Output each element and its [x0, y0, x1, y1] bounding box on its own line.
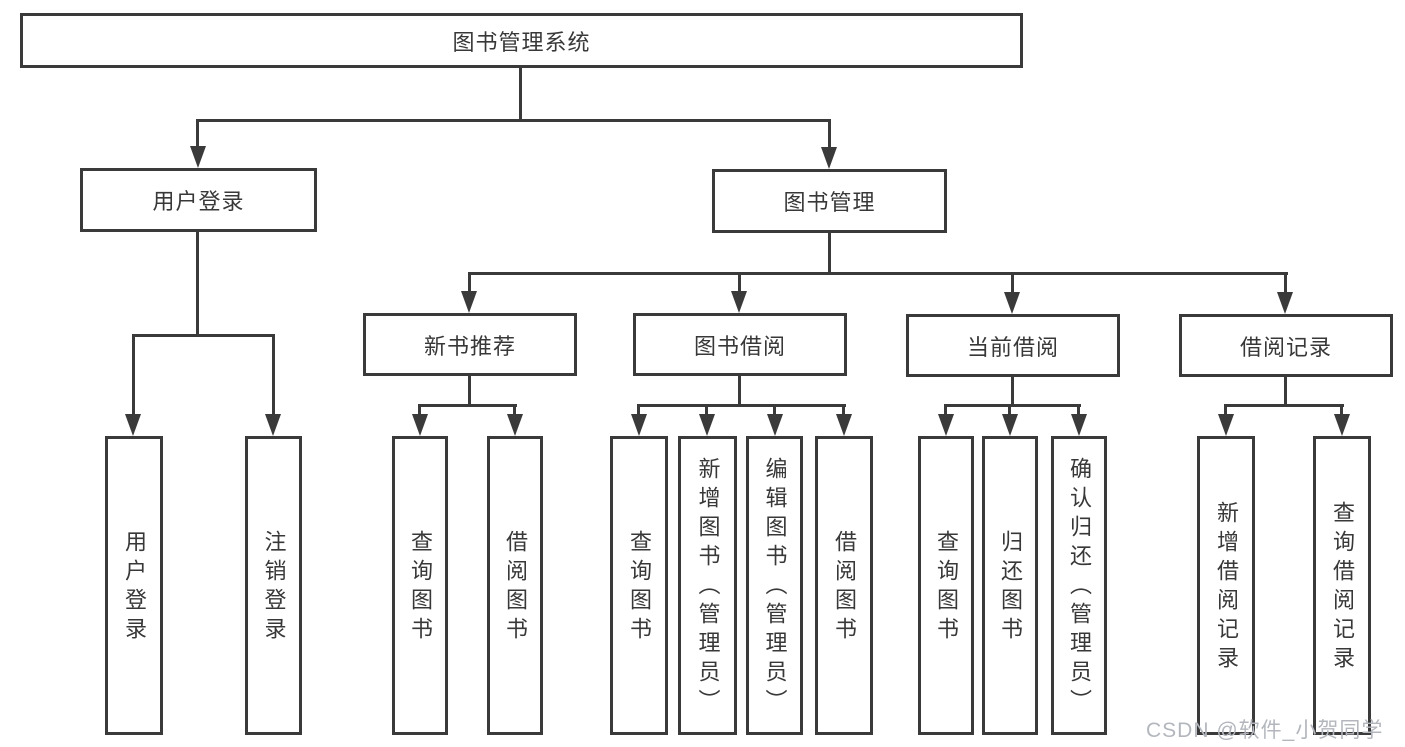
leaf-query-books-current: 查询图书 — [918, 436, 974, 735]
leaf-user-login-label: 用户登录 — [122, 529, 147, 646]
leaf-query-borrow-record: 查询借阅记录 — [1313, 436, 1371, 735]
connector-line — [1284, 272, 1287, 296]
node-new-book-recommend: 新书推荐 — [363, 313, 577, 376]
leaf-confirm-return-admin-label: 确认归还（管理员） — [1067, 457, 1092, 718]
leaf-logout: 注销登录 — [245, 436, 302, 735]
connector-line — [773, 404, 776, 418]
leaf-add-borrow-record-label: 新增借阅记录 — [1214, 500, 1239, 675]
arrow-down-icon — [125, 414, 141, 436]
leaf-borrow-books: 借阅图书 — [815, 436, 873, 735]
connector-line — [944, 404, 947, 418]
node-root-label: 图书管理系统 — [452, 29, 591, 55]
connector-line — [196, 232, 199, 337]
connector-line — [828, 233, 831, 275]
node-book-management: 图书管理 — [712, 169, 947, 233]
arrow-down-icon — [1218, 414, 1234, 436]
node-borrow-records-label: 借阅记录 — [1239, 334, 1332, 360]
arrow-down-icon — [265, 414, 281, 436]
connector-line — [1077, 404, 1080, 418]
connector-line — [637, 404, 640, 418]
connector-line — [705, 404, 708, 418]
connector-line — [828, 119, 831, 149]
connector-line — [1284, 377, 1287, 407]
node-root: 图书管理系统 — [20, 13, 1023, 68]
node-user-login-label: 用户登录 — [152, 189, 245, 214]
leaf-edit-books-admin-label: 编辑图书（管理员） — [762, 457, 788, 718]
connector-line — [418, 404, 517, 407]
connector-line — [196, 119, 831, 122]
connector-line — [272, 334, 275, 418]
leaf-user-login: 用户登录 — [105, 436, 163, 735]
connector-line — [468, 376, 471, 407]
arrow-down-icon — [507, 414, 523, 436]
arrow-down-icon — [699, 414, 715, 436]
arrow-down-icon — [190, 146, 206, 168]
leaf-borrow-books-recommend: 借阅图书 — [487, 436, 543, 735]
connector-line — [1224, 404, 1227, 418]
connector-line — [1224, 404, 1344, 407]
arrow-down-icon — [836, 414, 852, 436]
node-current-borrow: 当前借阅 — [906, 314, 1120, 377]
connector-line — [196, 119, 199, 149]
connector-line — [132, 334, 135, 418]
arrow-down-icon — [938, 414, 954, 436]
node-borrow-records: 借阅记录 — [1179, 314, 1393, 377]
connector-line — [1011, 272, 1014, 296]
leaf-edit-books-admin: 编辑图书（管理员） — [746, 436, 803, 735]
arrow-down-icon — [1004, 292, 1020, 314]
connector-line — [944, 404, 1081, 407]
connector-line — [418, 404, 421, 418]
arrow-down-icon — [461, 291, 477, 313]
arrow-down-icon — [1277, 292, 1293, 314]
leaf-return-books: 归还图书 — [982, 436, 1038, 735]
connector-line — [1340, 404, 1343, 418]
arrow-down-icon — [1071, 414, 1087, 436]
leaf-query-books-current-label: 查询图书 — [934, 529, 959, 646]
leaf-logout-label: 注销登录 — [261, 529, 287, 646]
leaf-borrow-books-label: 借阅图书 — [832, 529, 857, 646]
connector-line — [468, 272, 1288, 275]
leaf-query-books-recommend-label: 查询图书 — [408, 529, 433, 646]
connector-line — [738, 272, 741, 295]
leaf-query-books-borrow-label: 查询图书 — [627, 529, 652, 646]
leaf-query-borrow-record-label: 查询借阅记录 — [1330, 500, 1355, 675]
arrow-down-icon — [1334, 414, 1350, 436]
csdn-watermark: CSDN @软件_小贺同学 — [1146, 719, 1384, 742]
node-new-book-recommend-label: 新书推荐 — [423, 333, 516, 359]
node-book-borrow: 图书借阅 — [633, 313, 847, 376]
connector-line — [1008, 404, 1011, 418]
leaf-query-books-borrow: 查询图书 — [610, 436, 668, 735]
connector-line — [513, 404, 516, 418]
connector-line — [132, 334, 275, 337]
node-user-login: 用户登录 — [80, 168, 317, 232]
arrow-down-icon — [412, 414, 428, 436]
connector-line — [637, 404, 846, 407]
leaf-borrow-books-recommend-label: 借阅图书 — [503, 529, 528, 646]
connector-line — [738, 376, 741, 407]
leaf-query-books-recommend: 查询图书 — [392, 436, 448, 735]
leaf-return-books-label: 归还图书 — [998, 529, 1023, 646]
leaf-confirm-return-admin: 确认归还（管理员） — [1051, 436, 1107, 735]
arrow-down-icon — [767, 414, 783, 436]
node-current-borrow-label: 当前借阅 — [966, 334, 1059, 360]
leaf-add-books-admin-label: 新增图书（管理员） — [695, 457, 721, 718]
connector-line — [519, 68, 522, 121]
arrow-down-icon — [631, 414, 647, 436]
connector-line — [842, 404, 845, 418]
node-book-management-label: 图书管理 — [783, 190, 876, 215]
leaf-add-books-admin: 新增图书（管理员） — [678, 436, 737, 735]
arrow-down-icon — [1002, 414, 1018, 436]
leaf-add-borrow-record: 新增借阅记录 — [1197, 436, 1255, 735]
connector-line — [1011, 377, 1014, 407]
connector-line — [468, 272, 471, 295]
node-book-borrow-label: 图书借阅 — [693, 333, 786, 359]
arrow-down-icon — [821, 147, 837, 169]
arrow-down-icon — [731, 291, 747, 313]
